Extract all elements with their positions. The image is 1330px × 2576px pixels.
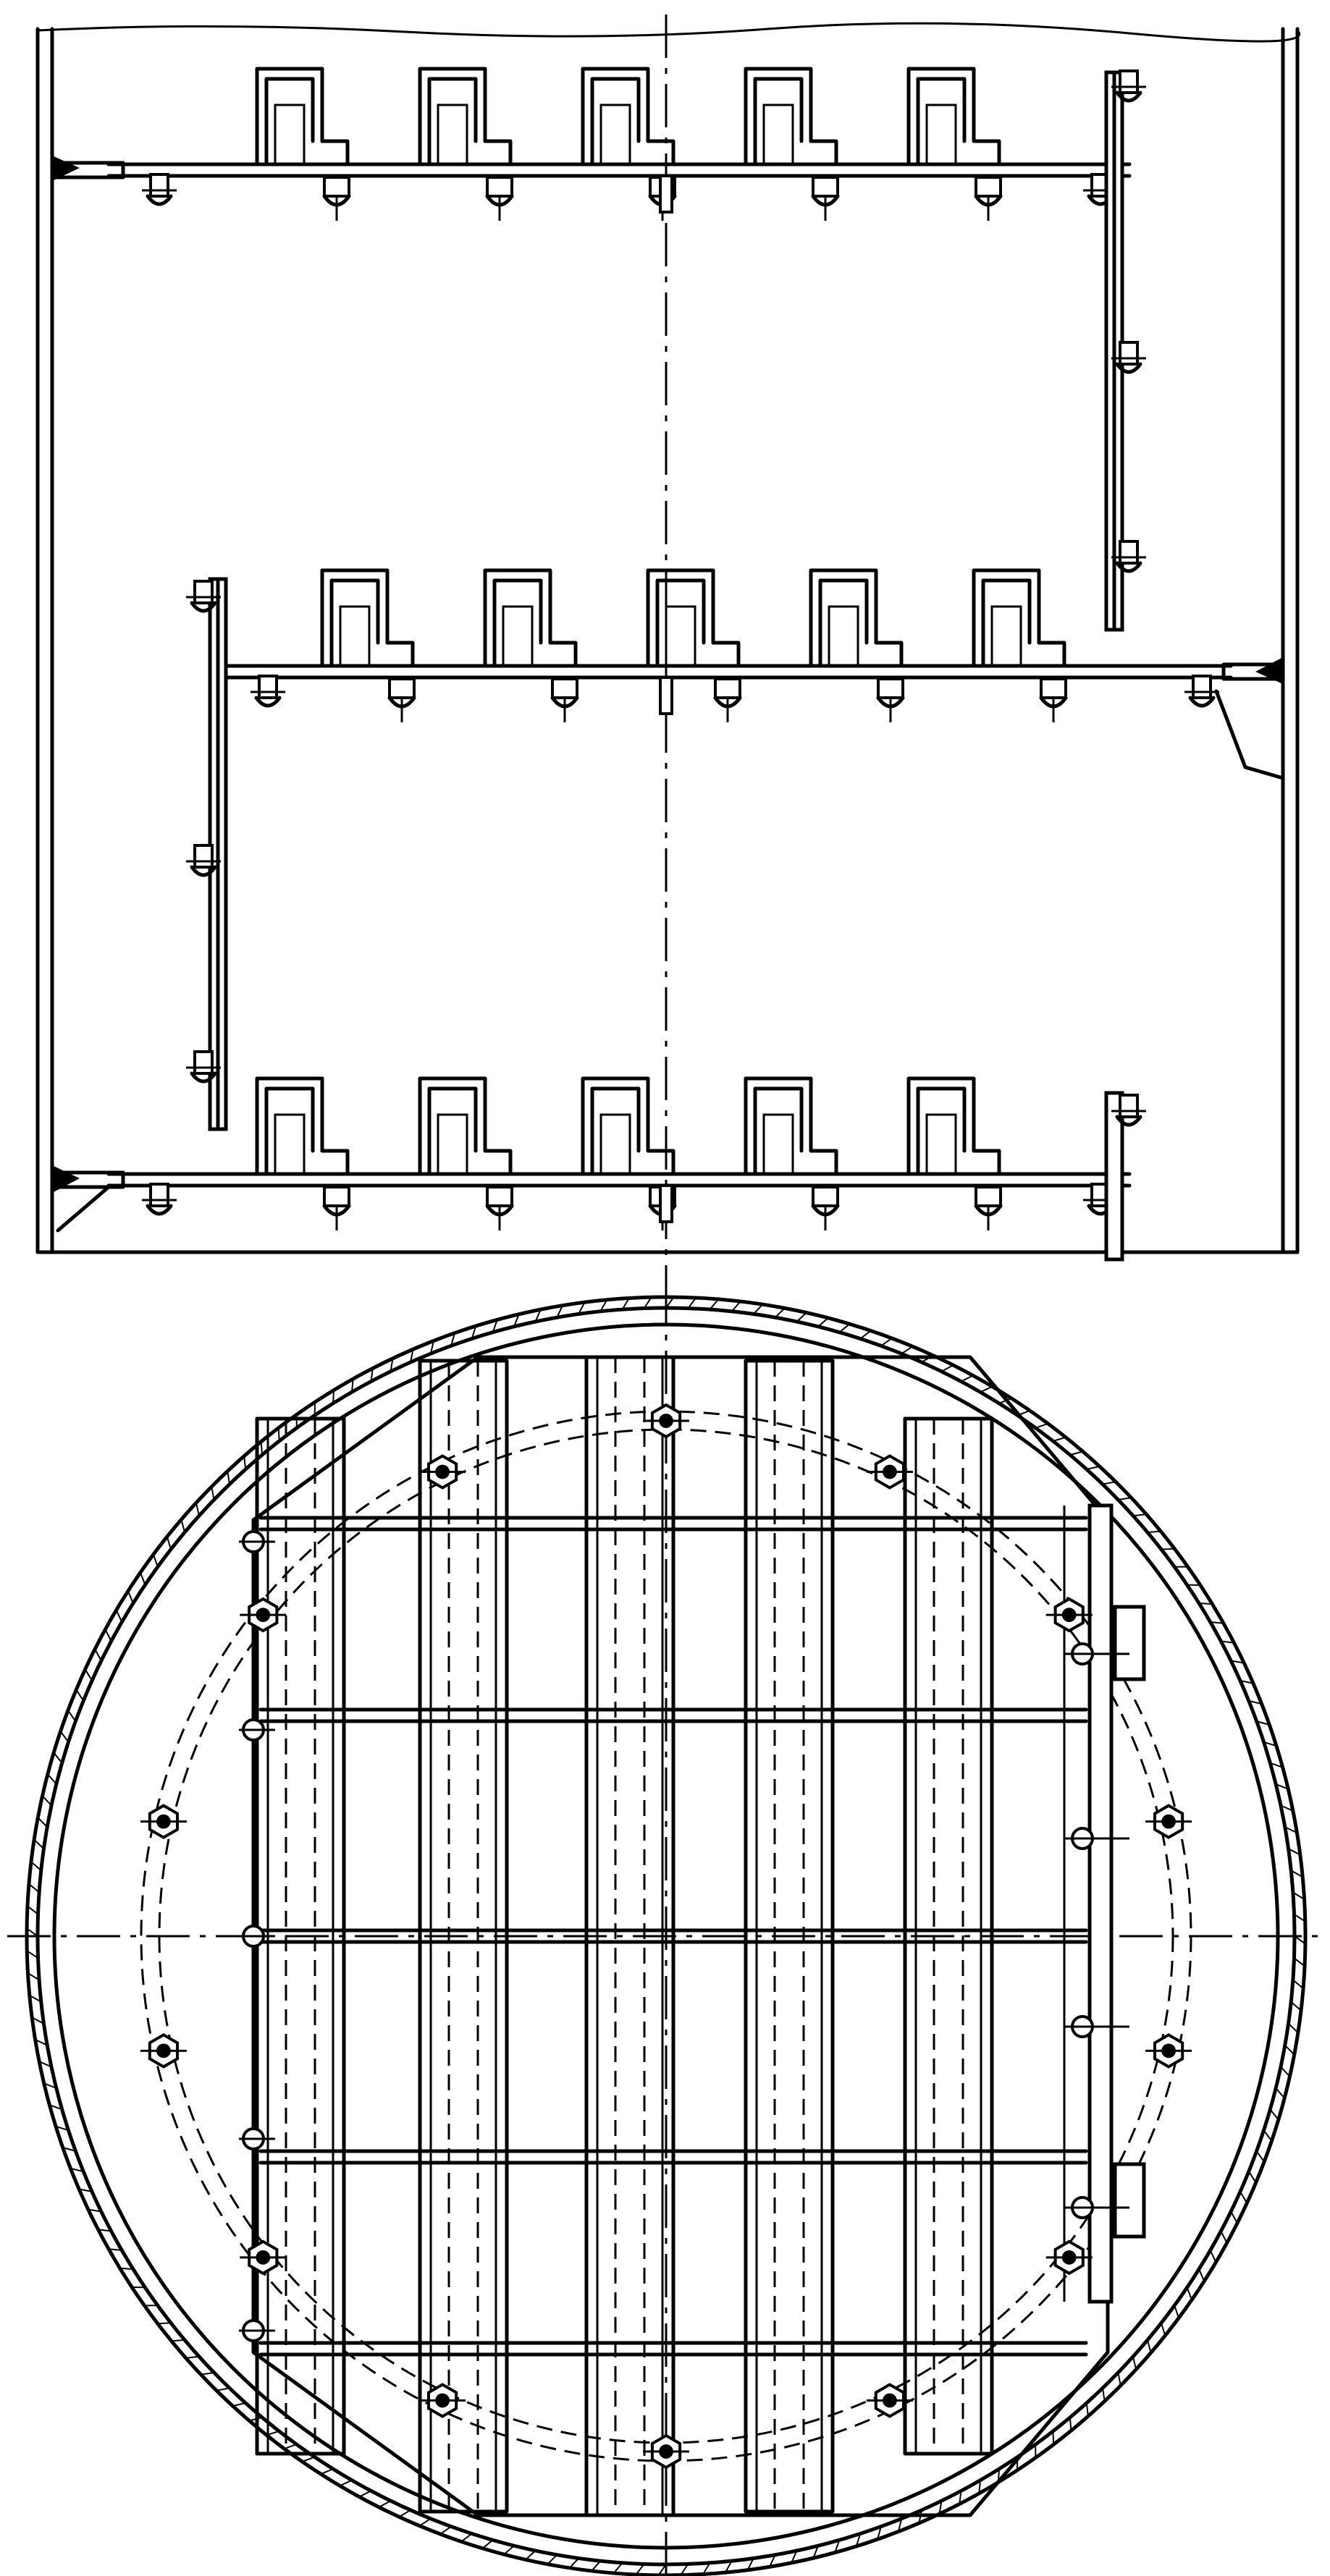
downcomer-chord [1063,1503,1146,2304]
edge-bolt [1064,1642,1129,1665]
beam-4 [744,1359,835,2514]
tray-1 [106,67,1132,221]
clamp-bolt [240,1597,287,1633]
beam-5 [903,1416,994,2456]
clamp-bolts [140,1403,1192,2470]
tray-plate-outline [251,1355,1110,2517]
cross-rail [258,1928,1088,1944]
cap-bolt [876,677,905,722]
clamp-bolt [1145,2033,1192,2069]
tray-2 [215,568,1233,722]
cross-rail [258,2149,1088,2165]
cross-rail [258,2341,1088,2357]
tray-end-bolt [142,173,177,206]
cap-bolt [322,176,351,221]
clamp-bolt [419,2383,466,2418]
shell-hatching [26,1296,1306,2576]
bubble-cap [320,568,416,722]
edge-bolt [1064,2196,1129,2219]
edge-bolt [239,2127,275,2150]
center-stud [659,1184,673,1223]
clamp-bolt [1045,1597,1093,1633]
bubble-cap [646,568,742,722]
cap-bolt [974,1186,1003,1230]
clamp-bolt [866,2383,913,2418]
edge-bolt [1064,2015,1129,2038]
cap-bolt [485,1186,514,1230]
cap-bolt [713,677,742,722]
clamp-bolt [140,2033,187,2069]
clamp-bolt [643,2433,689,2470]
edge-bolt [239,1925,275,1948]
clamp-bolt [140,1804,187,1839]
cap-bolt [485,176,514,221]
bubble-cap [906,67,1003,221]
center-stud [659,174,673,214]
clamp-bolt [1045,2239,1093,2276]
downcomer-bolt [1111,540,1146,573]
bubble-cap [744,67,840,221]
bubble-cap [418,1076,514,1230]
cross-rail [258,1707,1088,1723]
column-shell-left [35,27,54,1254]
support-beams [255,1355,994,2517]
cap-bolt [811,1186,840,1230]
downcomer-bolt [186,844,221,877]
cap-bolt [974,176,1003,221]
tray-end-bolt [142,1183,177,1216]
support-ring-bottom [50,1165,125,1233]
tray-sections [106,67,1233,1230]
tray-end-bolt [1184,675,1219,708]
downcomer-bolt [1111,341,1146,374]
clamp-bolt [643,1403,689,1439]
plan-view [7,1281,1325,2576]
bubble-cap [255,67,351,221]
bubble-cap [809,568,905,722]
clamp-bolt [1145,1804,1192,1839]
bubble-cap [906,1076,1003,1230]
cap-bolt [1039,677,1068,722]
cap-bolt [387,677,416,722]
clamp-bolt [240,2239,287,2276]
downcomer-bolt [1111,69,1146,103]
section-view [35,14,1301,1281]
edge-bolt [239,1530,275,1553]
cap-bolt [322,1186,351,1230]
tray-end-bolt [251,675,285,708]
bubble-cap [483,568,579,722]
downcomer-bolts [186,69,1146,1127]
cross-rail [258,1516,1088,1532]
cap-bolt [811,176,840,221]
column-shell-right [1281,27,1300,1254]
bubble-cap [744,1076,840,1230]
clamp-bolt [419,1454,466,1490]
downcomer-bolt [1111,1094,1146,1127]
bubble-cap [418,67,514,221]
tray-3 [106,1076,1132,1230]
downcomer-bolt [186,1050,221,1084]
break-line-top [37,22,1301,43]
cross-rails [258,1516,1088,2357]
edge-bolt [1064,1827,1129,1850]
support-ring-middle [1214,657,1285,780]
bubble-cap [255,1076,351,1230]
edge-bolt [239,1718,275,1741]
beam-3 [584,1355,675,2517]
cap-bolt [550,677,579,722]
center-stud [659,676,673,715]
downcomer-bottom-right [1104,1091,1124,1262]
downcomer-bolt [186,580,221,613]
edge-bolt [239,2319,275,2342]
beam-2 [418,1359,509,2514]
clamp-bolt [866,1454,913,1490]
bubble-cap [972,568,1068,722]
support-ring-top [50,156,125,181]
